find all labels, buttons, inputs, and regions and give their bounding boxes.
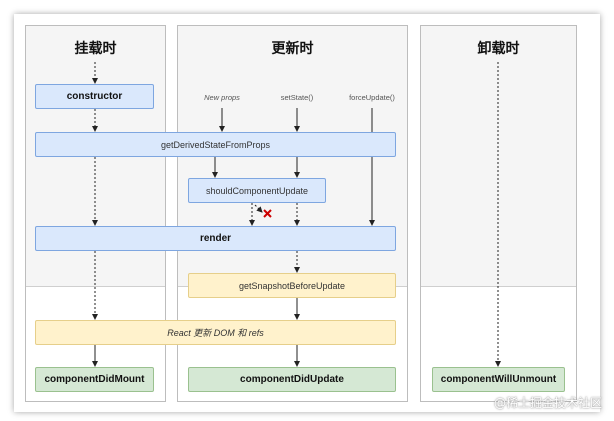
snapshot-before-update-node: getSnapshotBeforeUpdate: [188, 273, 396, 298]
trigger-force-update: forceUpdate(): [349, 93, 395, 102]
react-update-dom-node: React 更新 DOM 和 refs: [35, 320, 396, 345]
render-node: render: [35, 226, 396, 251]
watermark: @稀土掘金技术社区: [493, 396, 602, 410]
mount-phase-title: 挂载时: [74, 41, 117, 57]
unmount-phase-title: 卸载时: [477, 41, 520, 57]
cancel-x-icon: [263, 209, 272, 218]
component-did-mount-node: componentDidMount: [35, 367, 154, 392]
component-will-unmount-node: componentWillUnmount: [432, 367, 565, 392]
component-did-update-node: componentDidUpdate: [188, 367, 396, 392]
constructor-node: constructor: [35, 84, 154, 109]
trigger-set-state: setState(): [280, 93, 314, 102]
should-component-update-node: shouldComponentUpdate: [188, 178, 326, 203]
get-derived-state-node: getDerivedStateFromProps: [35, 132, 396, 157]
update-phase-title: 更新时: [271, 41, 314, 57]
trigger-new-props: New props: [204, 93, 240, 102]
